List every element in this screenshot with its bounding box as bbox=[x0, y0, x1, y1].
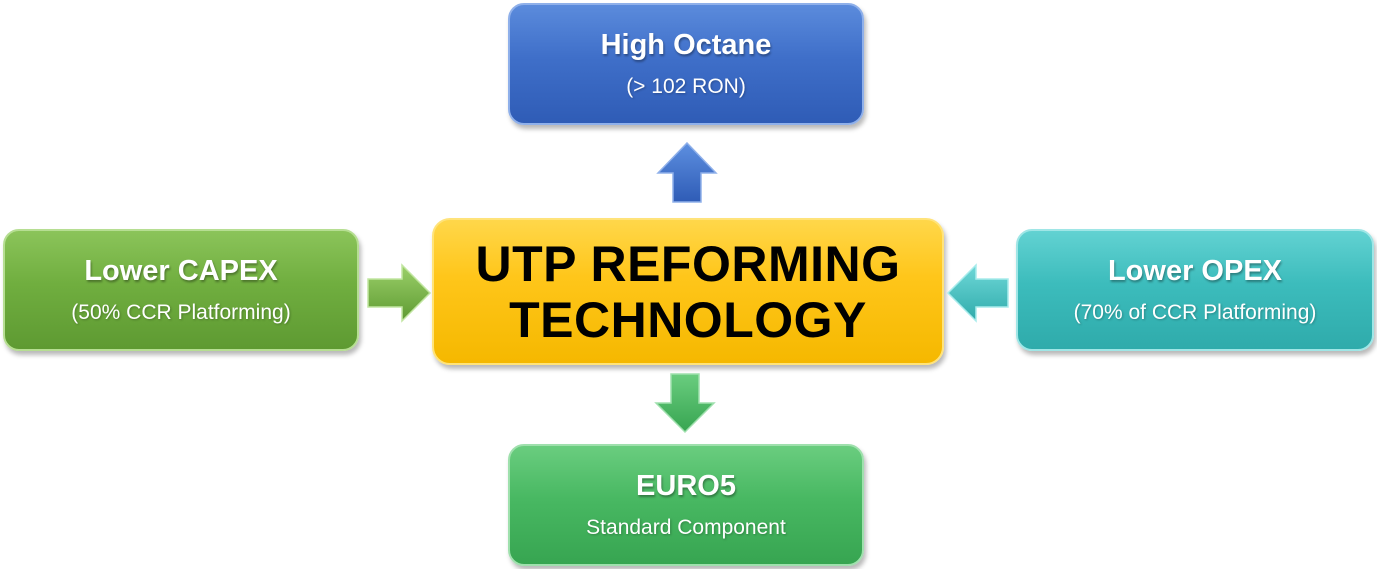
euro5-box: EURO5 Standard Component bbox=[508, 444, 864, 566]
high-octane-subtitle: (> 102 RON) bbox=[626, 75, 746, 98]
euro5-subtitle: Standard Component bbox=[586, 516, 786, 539]
center-title-line2: TECHNOLOGY bbox=[509, 291, 867, 348]
center-title-line1: UTP REFORMING bbox=[475, 235, 901, 292]
down-arrow-icon bbox=[654, 373, 716, 434]
euro5-title: EURO5 bbox=[636, 470, 736, 502]
high-octane-box: High Octane (> 102 RON) bbox=[508, 3, 864, 125]
right-arrow-icon bbox=[367, 263, 432, 323]
lower-opex-subtitle: (70% of CCR Platforming) bbox=[1073, 301, 1317, 324]
utp-reforming-technology-box: UTP REFORMING TECHNOLOGY bbox=[432, 218, 944, 365]
lower-opex-box: Lower OPEX (70% of CCR Platforming) bbox=[1016, 229, 1374, 351]
lower-capex-subtitle: (50% CCR Platforming) bbox=[71, 301, 291, 324]
high-octane-title: High Octane bbox=[600, 29, 772, 61]
lower-capex-box: Lower CAPEX (50% CCR Platforming) bbox=[3, 229, 359, 351]
up-arrow-icon bbox=[656, 142, 718, 203]
lower-capex-title: Lower CAPEX bbox=[84, 255, 278, 287]
left-arrow-icon bbox=[946, 263, 1009, 323]
lower-opex-title: Lower OPEX bbox=[1107, 255, 1283, 287]
